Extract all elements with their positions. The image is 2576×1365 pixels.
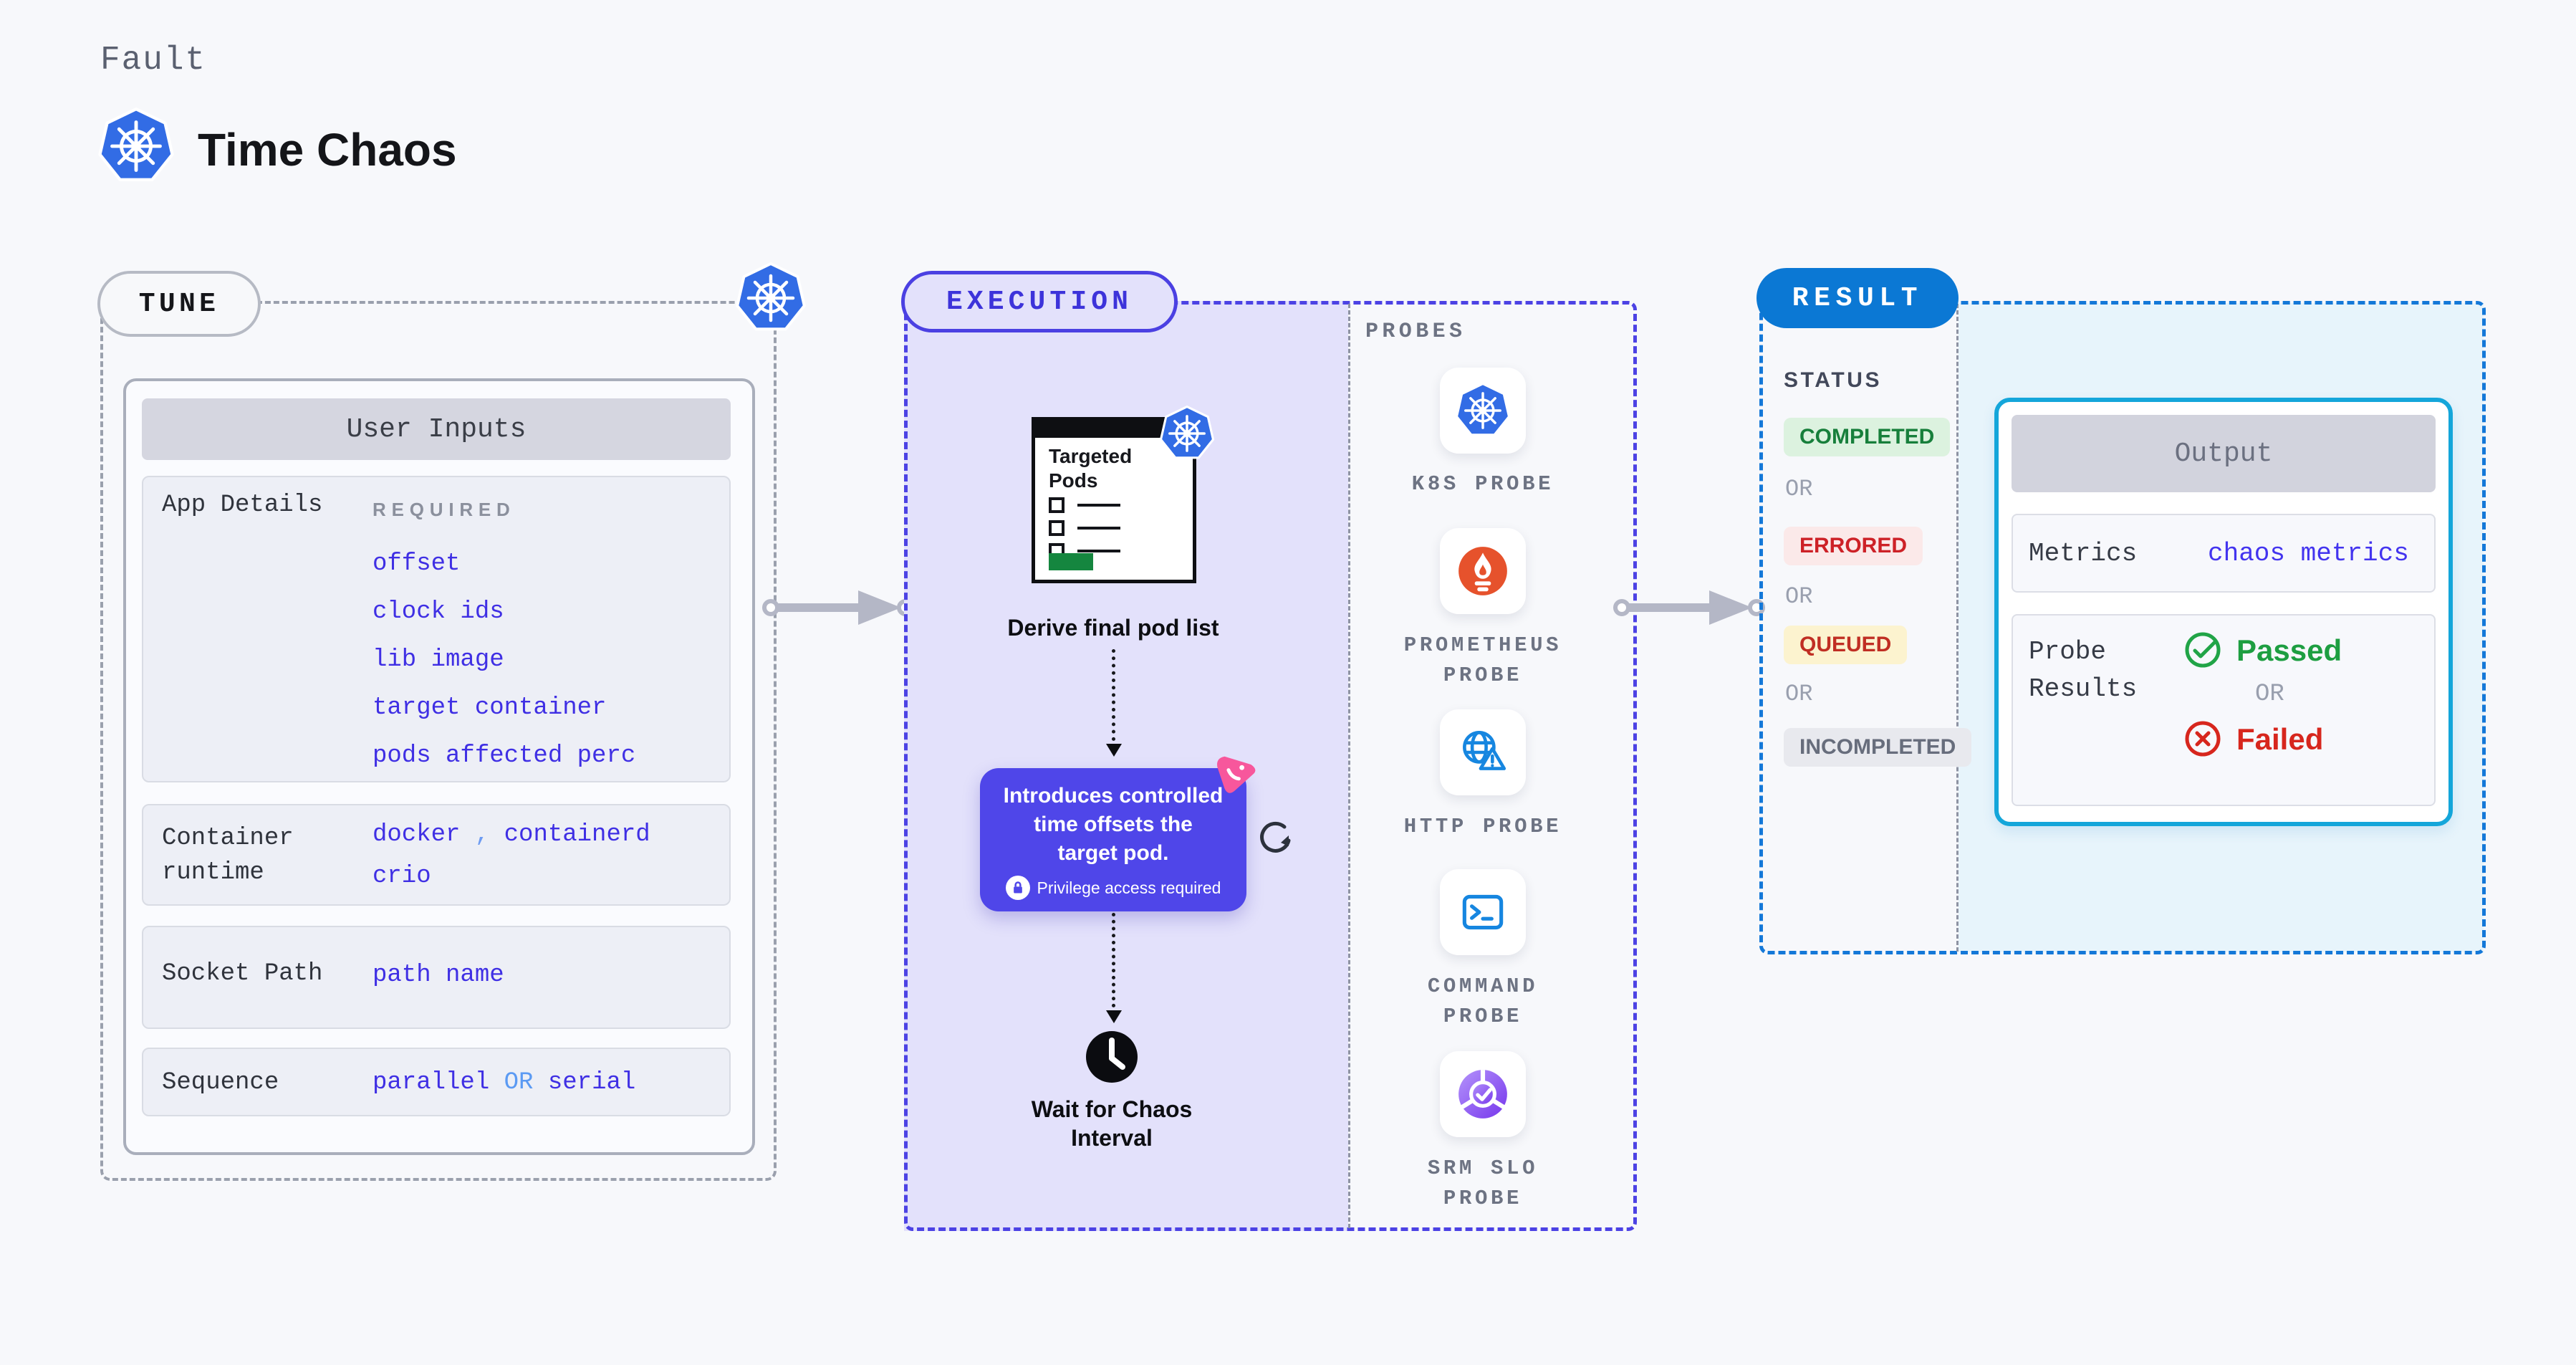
probe-results-row — [2012, 614, 2436, 806]
arrow-down-icon — [1106, 1010, 1122, 1023]
required-label: REQUIRED — [373, 499, 516, 520]
privilege-note-text: Privilege access required — [1037, 878, 1221, 897]
flow-arrow-tune-to-execution — [762, 590, 914, 625]
command-probe-card — [1440, 869, 1526, 955]
probe-results-label: Probe Results — [2029, 637, 2138, 704]
arrow-down-icon — [1106, 744, 1122, 757]
execution-section-label: EXECUTION — [901, 271, 1178, 332]
targeted-pods-title: Targeted Pods — [1049, 445, 1133, 492]
kubernetes-icon — [1455, 383, 1511, 436]
metrics-label: Metrics — [2029, 539, 2138, 568]
link-target-container[interactable]: target container — [373, 694, 607, 722]
http-probe-card — [1440, 709, 1526, 795]
http-probe-label: HTTP PROBE — [1403, 815, 1562, 838]
container-runtime-row — [142, 804, 731, 906]
link-serial[interactable]: serial — [547, 1069, 636, 1096]
derive-pod-list-caption: Derive final pod list — [1007, 615, 1219, 641]
socket-path-label: Socket Path — [162, 960, 323, 987]
comma-separator: , — [474, 821, 490, 848]
link-offset[interactable]: offset — [373, 550, 461, 578]
progress-bar — [1049, 553, 1093, 570]
kubernetes-icon — [97, 107, 175, 185]
sequence-values: parallel OR serial — [373, 1069, 635, 1096]
command-terminal-icon — [1462, 894, 1504, 930]
passed-label: Passed — [2236, 633, 2342, 667]
chaos-description-line: time offsets the — [1034, 813, 1193, 836]
checkbox-icon — [1049, 520, 1064, 536]
or-separator: OR — [1785, 476, 1813, 502]
srm-slo-probe-label: SRM SLO PROBE — [1427, 1156, 1539, 1210]
link-lib-image[interactable]: lib image — [373, 646, 504, 674]
link-docker[interactable]: docker — [373, 821, 461, 848]
link-pods-affected-perc[interactable]: pods affected perc — [373, 742, 636, 770]
container-runtime-label: Container runtime — [162, 825, 294, 886]
link-path-name[interactable]: path name — [373, 962, 504, 989]
k8s-probe-card — [1440, 368, 1526, 454]
kubernetes-icon — [735, 262, 807, 334]
check-circle-icon — [2185, 632, 2221, 668]
checkbox-icon — [1049, 497, 1064, 513]
flow-arrow-execution-to-result — [1613, 590, 1765, 625]
status-heading: STATUS — [1784, 368, 1883, 392]
x-circle-icon — [2185, 721, 2221, 757]
app-details-label: App Details — [162, 492, 323, 519]
wait-chaos-interval-caption: Wait for Chaos Interval — [1031, 1096, 1193, 1151]
dotted-connector — [1112, 913, 1115, 1007]
status-badge-queued: QUEUED — [1784, 626, 1908, 664]
probes-heading: PROBES — [1365, 320, 1466, 344]
dotted-connector — [1112, 649, 1115, 741]
status-badge-completed: COMPLETED — [1784, 418, 1951, 456]
list-line — [1077, 504, 1120, 507]
srm-slo-probe-card — [1440, 1051, 1526, 1137]
status-badge-errored: ERRORED — [1784, 527, 1923, 565]
litmus-chaos-icon — [1217, 756, 1256, 793]
list-line — [1077, 550, 1120, 552]
or-separator: OR — [1785, 583, 1813, 610]
or-separator: OR — [504, 1069, 534, 1096]
execution-section-outline — [904, 301, 1637, 1231]
container-runtime-values: docker , containerd — [373, 821, 650, 848]
execution-probes-divider — [1348, 304, 1350, 1228]
list-line — [1077, 527, 1120, 530]
link-crio[interactable]: crio — [373, 863, 431, 890]
sequence-row — [142, 1048, 731, 1116]
command-probe-label: COMMAND PROBE — [1427, 974, 1539, 1028]
srm-slo-donut-check-icon — [1458, 1070, 1507, 1119]
or-separator: OR — [1785, 681, 1813, 707]
chaos-description-line: Introduces controlled — [1003, 784, 1224, 808]
link-clock-ids[interactable]: clock ids — [373, 598, 504, 626]
sequence-label: Sequence — [162, 1069, 279, 1096]
privilege-note: Privilege access required — [980, 876, 1246, 900]
result-section-label: RESULT — [1756, 268, 1959, 328]
tune-section-label: TUNE — [97, 271, 261, 337]
tune-section-outline — [100, 301, 777, 1181]
user-inputs-header: User Inputs — [142, 398, 731, 460]
http-globe-warning-icon — [1463, 730, 1506, 770]
lock-icon — [1005, 876, 1030, 900]
clock-icon — [1086, 1031, 1138, 1083]
prometheus-probe-label: PROMETHEUS PROBE — [1403, 633, 1562, 687]
link-parallel[interactable]: parallel — [373, 1069, 490, 1096]
chaos-description-line: target pod. — [1057, 841, 1169, 865]
link-chaos-metrics[interactable]: chaos metrics — [2208, 539, 2409, 568]
page-title: Time Chaos — [198, 124, 457, 176]
loop-refresh-icon — [1260, 821, 1291, 853]
k8s-probe-label: K8S PROBE — [1411, 472, 1554, 496]
failed-label: Failed — [2236, 722, 2324, 756]
socket-path-row — [142, 926, 731, 1029]
app-details-row — [142, 476, 731, 782]
status-output-divider — [1956, 304, 1959, 952]
fault-kicker: Fault — [100, 42, 207, 79]
output-header: Output — [2012, 415, 2436, 492]
prometheus-icon — [1458, 547, 1507, 595]
result-section-outline — [1759, 301, 2486, 954]
link-containerd[interactable]: containerd — [504, 821, 650, 848]
status-badge-incompleted: INCOMPLETED — [1784, 728, 1972, 767]
or-separator: OR — [2255, 681, 2284, 708]
prometheus-probe-card — [1440, 528, 1526, 614]
metrics-row — [2012, 514, 2436, 593]
